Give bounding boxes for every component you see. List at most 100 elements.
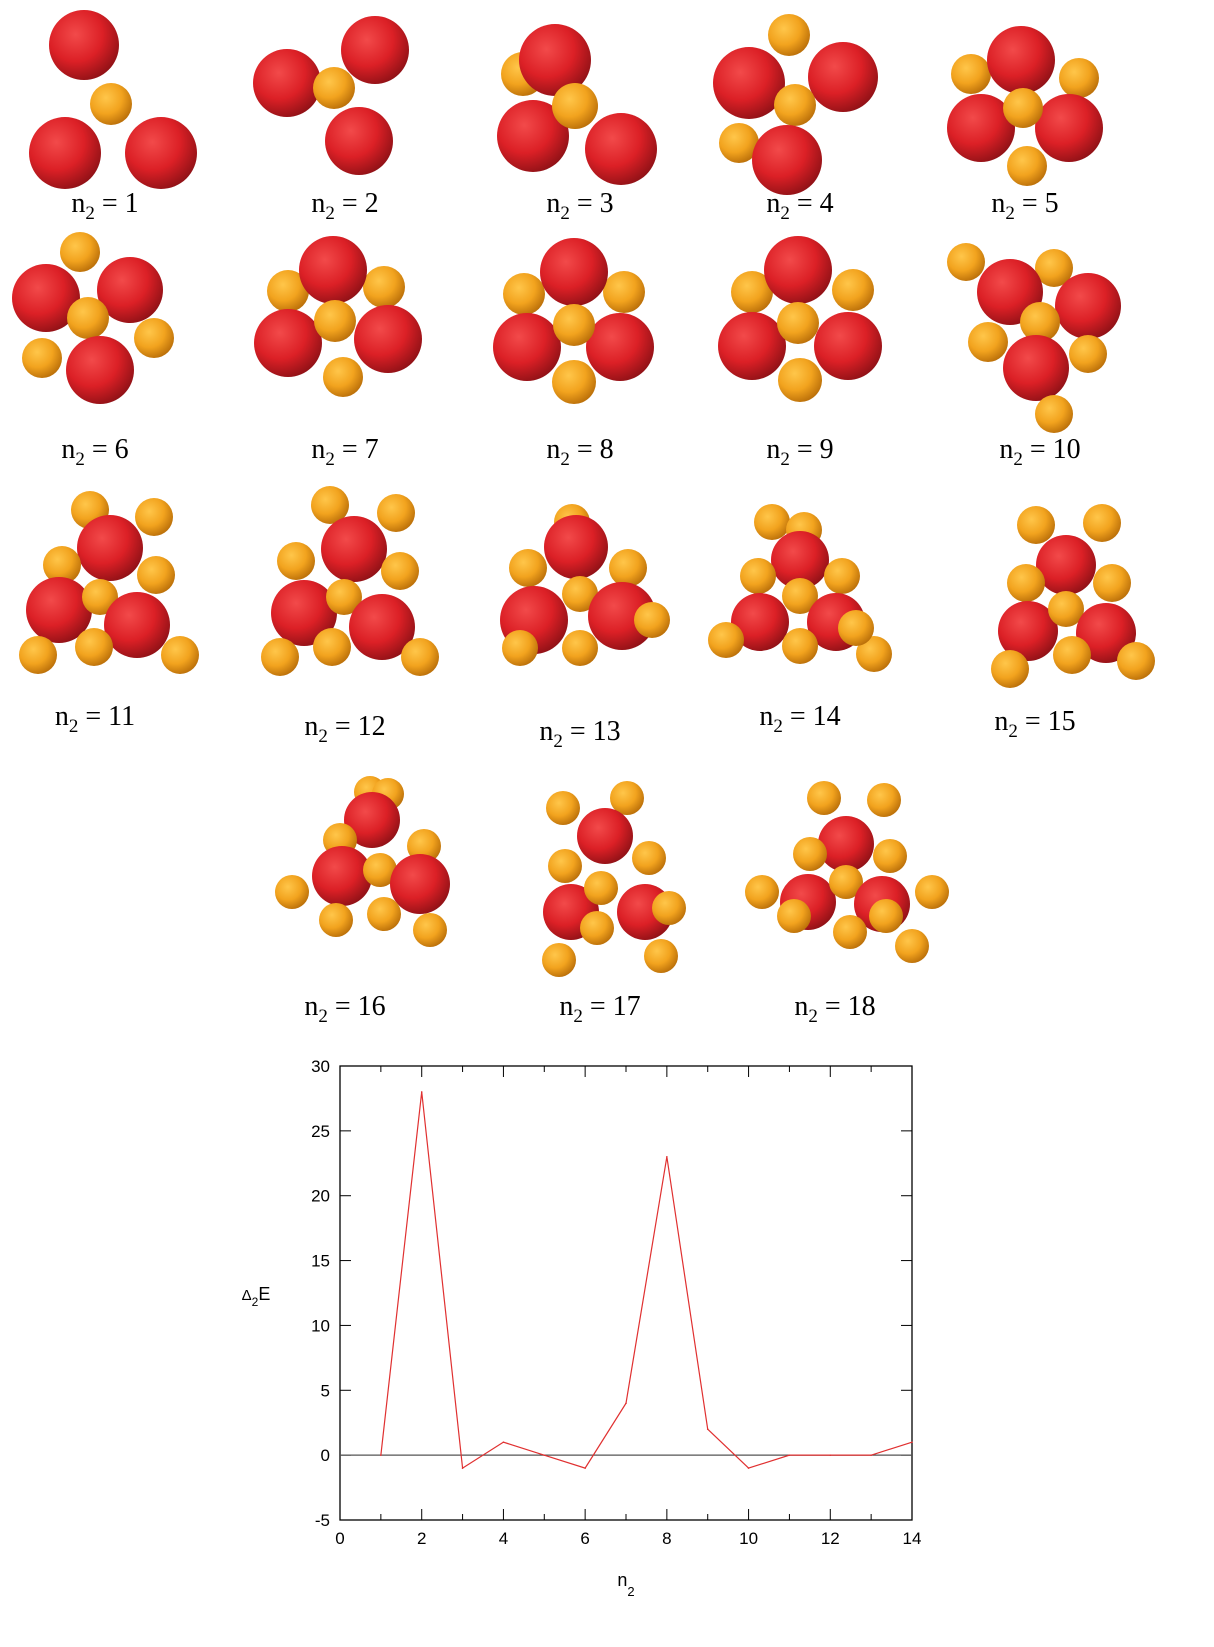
large-atom — [349, 594, 415, 660]
label-value: = 15 — [1018, 706, 1076, 737]
large-atom — [125, 117, 197, 189]
small-atom — [838, 610, 874, 646]
large-atom — [312, 846, 372, 906]
cluster-label: n2 = 9 — [766, 434, 833, 470]
cluster-label: n2 = 17 — [559, 991, 640, 1027]
small-atom — [807, 781, 841, 815]
small-atom — [777, 302, 819, 344]
small-atom — [503, 273, 545, 315]
large-atom — [1003, 335, 1069, 401]
large-atom — [1055, 273, 1121, 339]
label-subscript: 2 — [560, 449, 570, 470]
series-line — [380, 1091, 913, 1470]
small-atom — [777, 899, 811, 933]
large-atom — [49, 10, 119, 80]
small-atom — [1117, 642, 1155, 680]
x-tick-label: 14 — [903, 1529, 922, 1548]
label-variable: n — [311, 434, 325, 465]
label-variable: n — [559, 991, 573, 1022]
large-atom — [497, 100, 569, 172]
data-point — [788, 1454, 791, 1456]
large-atom — [344, 792, 400, 848]
large-atom — [998, 601, 1058, 661]
small-atom — [377, 494, 415, 532]
data-point — [911, 1441, 913, 1443]
label-variable: n — [539, 716, 553, 747]
label-value: = 9 — [790, 434, 834, 465]
small-atom — [19, 636, 57, 674]
small-atom — [740, 558, 776, 594]
label-value: = 14 — [783, 701, 841, 732]
large-atom — [299, 236, 367, 304]
large-atom — [254, 309, 322, 377]
data-point — [543, 1454, 546, 1456]
large-atom — [493, 313, 561, 381]
data-point — [461, 1467, 464, 1469]
cluster-n2-2 — [253, 16, 409, 175]
small-atom — [1048, 591, 1084, 627]
small-atom — [137, 556, 175, 594]
large-atom — [1036, 535, 1096, 595]
label-subscript: 2 — [780, 203, 790, 224]
cluster-label: n2 = 14 — [759, 701, 840, 737]
large-atom — [947, 94, 1015, 162]
large-atom — [577, 808, 633, 864]
large-atom — [585, 113, 657, 185]
small-atom — [832, 269, 874, 311]
large-atom — [341, 16, 409, 84]
label-value: = 18 — [818, 991, 876, 1022]
label-value: = 6 — [85, 434, 129, 465]
small-atom — [413, 913, 447, 947]
large-atom — [588, 582, 656, 650]
small-atom — [603, 271, 645, 313]
small-atom — [644, 939, 678, 973]
cluster-label: n2 = 2 — [311, 188, 378, 224]
label-value: = 12 — [328, 711, 386, 742]
small-atom — [363, 853, 397, 887]
small-atom — [67, 297, 109, 339]
small-atom — [584, 871, 618, 905]
small-atom — [1020, 302, 1060, 342]
y-tick-label: 30 — [311, 1057, 330, 1076]
data-point — [706, 1428, 709, 1430]
small-atom — [60, 232, 100, 272]
data-point — [502, 1441, 505, 1443]
data-point — [747, 1467, 750, 1469]
large-atom — [26, 577, 92, 643]
y-tick-label: 5 — [321, 1381, 330, 1400]
small-atom — [708, 622, 744, 658]
large-atom — [731, 593, 789, 651]
small-atom — [275, 875, 309, 909]
small-atom — [1053, 636, 1091, 674]
cluster-n2-12 — [261, 486, 439, 676]
small-atom — [313, 67, 355, 109]
label-subscript: 2 — [1013, 449, 1023, 470]
small-atom — [1035, 395, 1073, 433]
small-atom — [562, 576, 598, 612]
cluster-n2-11 — [19, 491, 199, 674]
large-atom — [253, 49, 321, 117]
small-atom — [652, 891, 686, 925]
cluster-label: n2 = 15 — [994, 706, 1075, 742]
small-atom — [381, 552, 419, 590]
cluster-label: n2 = 16 — [304, 991, 385, 1027]
small-atom — [552, 360, 596, 404]
label-variable: n — [999, 434, 1013, 465]
label-subscript: 2 — [560, 203, 570, 224]
label-variable: n — [546, 188, 560, 219]
label-variable: n — [994, 706, 1008, 737]
small-atom — [134, 318, 174, 358]
label-subscript: 2 — [325, 203, 335, 224]
small-atom — [1035, 249, 1073, 287]
label-variable: n — [61, 434, 75, 465]
large-atom — [29, 117, 101, 189]
small-atom — [1003, 88, 1043, 128]
label-subscript: 2 — [773, 716, 783, 737]
label-subscript: 2 — [318, 726, 328, 747]
small-atom — [1069, 335, 1107, 373]
label-variable: n — [304, 711, 318, 742]
label-value: = 16 — [328, 991, 386, 1022]
cluster-label: n2 = 13 — [539, 716, 620, 752]
small-atom — [580, 911, 614, 945]
